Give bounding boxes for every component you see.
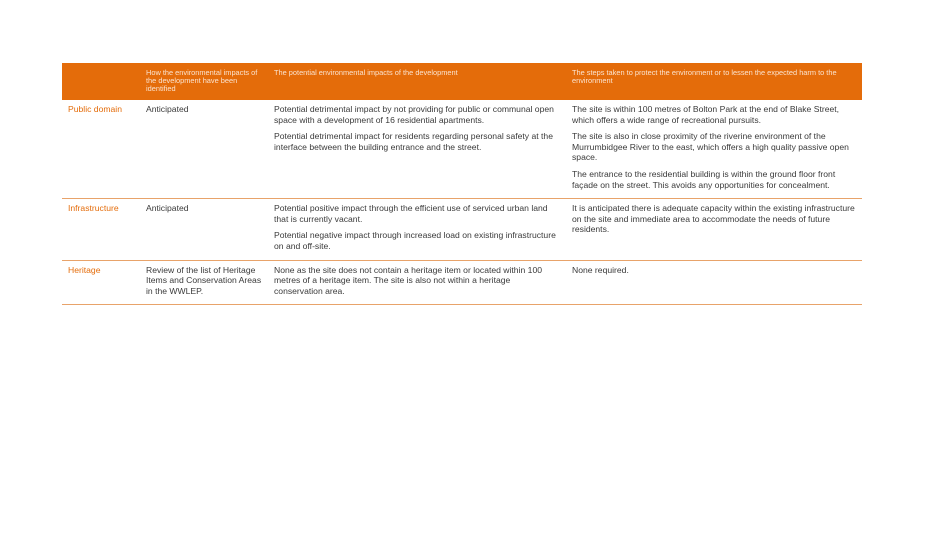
- row-category: Infrastructure: [68, 203, 119, 214]
- step-paragraph: The entrance to the residential building…: [572, 168, 836, 190]
- row-steps: None required.: [566, 261, 862, 305]
- row-identified: Review of the list of Heritage Items and…: [146, 264, 262, 296]
- impact-paragraph: Potential positive impact through the ef…: [274, 203, 548, 224]
- row-steps: The site is within 100 metres of Bolton …: [566, 100, 862, 198]
- row-identified: Anticipated: [146, 104, 189, 114]
- impact-paragraph: Potential detrimental impact for residen…: [274, 131, 553, 152]
- impact-paragraph: Potential detrimental impact by not prov…: [274, 104, 554, 125]
- table-row: Public domain Anticipated Potential detr…: [62, 100, 862, 200]
- row-category: Heritage: [68, 264, 101, 275]
- impact-paragraph: None as the site does not contain a heri…: [274, 264, 543, 296]
- row-category: Public domain: [68, 104, 122, 114]
- row-impacts: Potential positive impact through the ef…: [268, 199, 566, 259]
- header-cell-steps: The steps taken to protect the environme…: [572, 68, 837, 85]
- step-paragraph: The site is within 100 metres of Bolton …: [572, 104, 840, 125]
- step-paragraph: None required.: [572, 264, 629, 275]
- row-identified: Anticipated: [146, 203, 189, 214]
- header-cell-identified: How the environmental impacts of the dev…: [146, 68, 258, 93]
- impact-paragraph: Potential negative impact through increa…: [274, 230, 556, 251]
- header-cell-category: [62, 63, 140, 100]
- table-row: Heritage Review of the list of Heritage …: [62, 261, 862, 306]
- row-steps: It is anticipated there is adequate capa…: [566, 199, 862, 259]
- table-header-row: How the environmental impacts of the dev…: [62, 63, 862, 100]
- step-paragraph: The site is also in close proximity of t…: [572, 131, 849, 163]
- header-cell-impacts: The potential environmental impacts of t…: [274, 68, 458, 77]
- row-impacts: Potential detrimental impact by not prov…: [268, 100, 566, 198]
- step-paragraph: It is anticipated there is adequate capa…: [572, 203, 855, 235]
- environmental-impact-table: How the environmental impacts of the dev…: [62, 63, 862, 306]
- table-row: Infrastructure Anticipated Potential pos…: [62, 199, 862, 261]
- row-impacts: None as the site does not contain a heri…: [268, 261, 566, 305]
